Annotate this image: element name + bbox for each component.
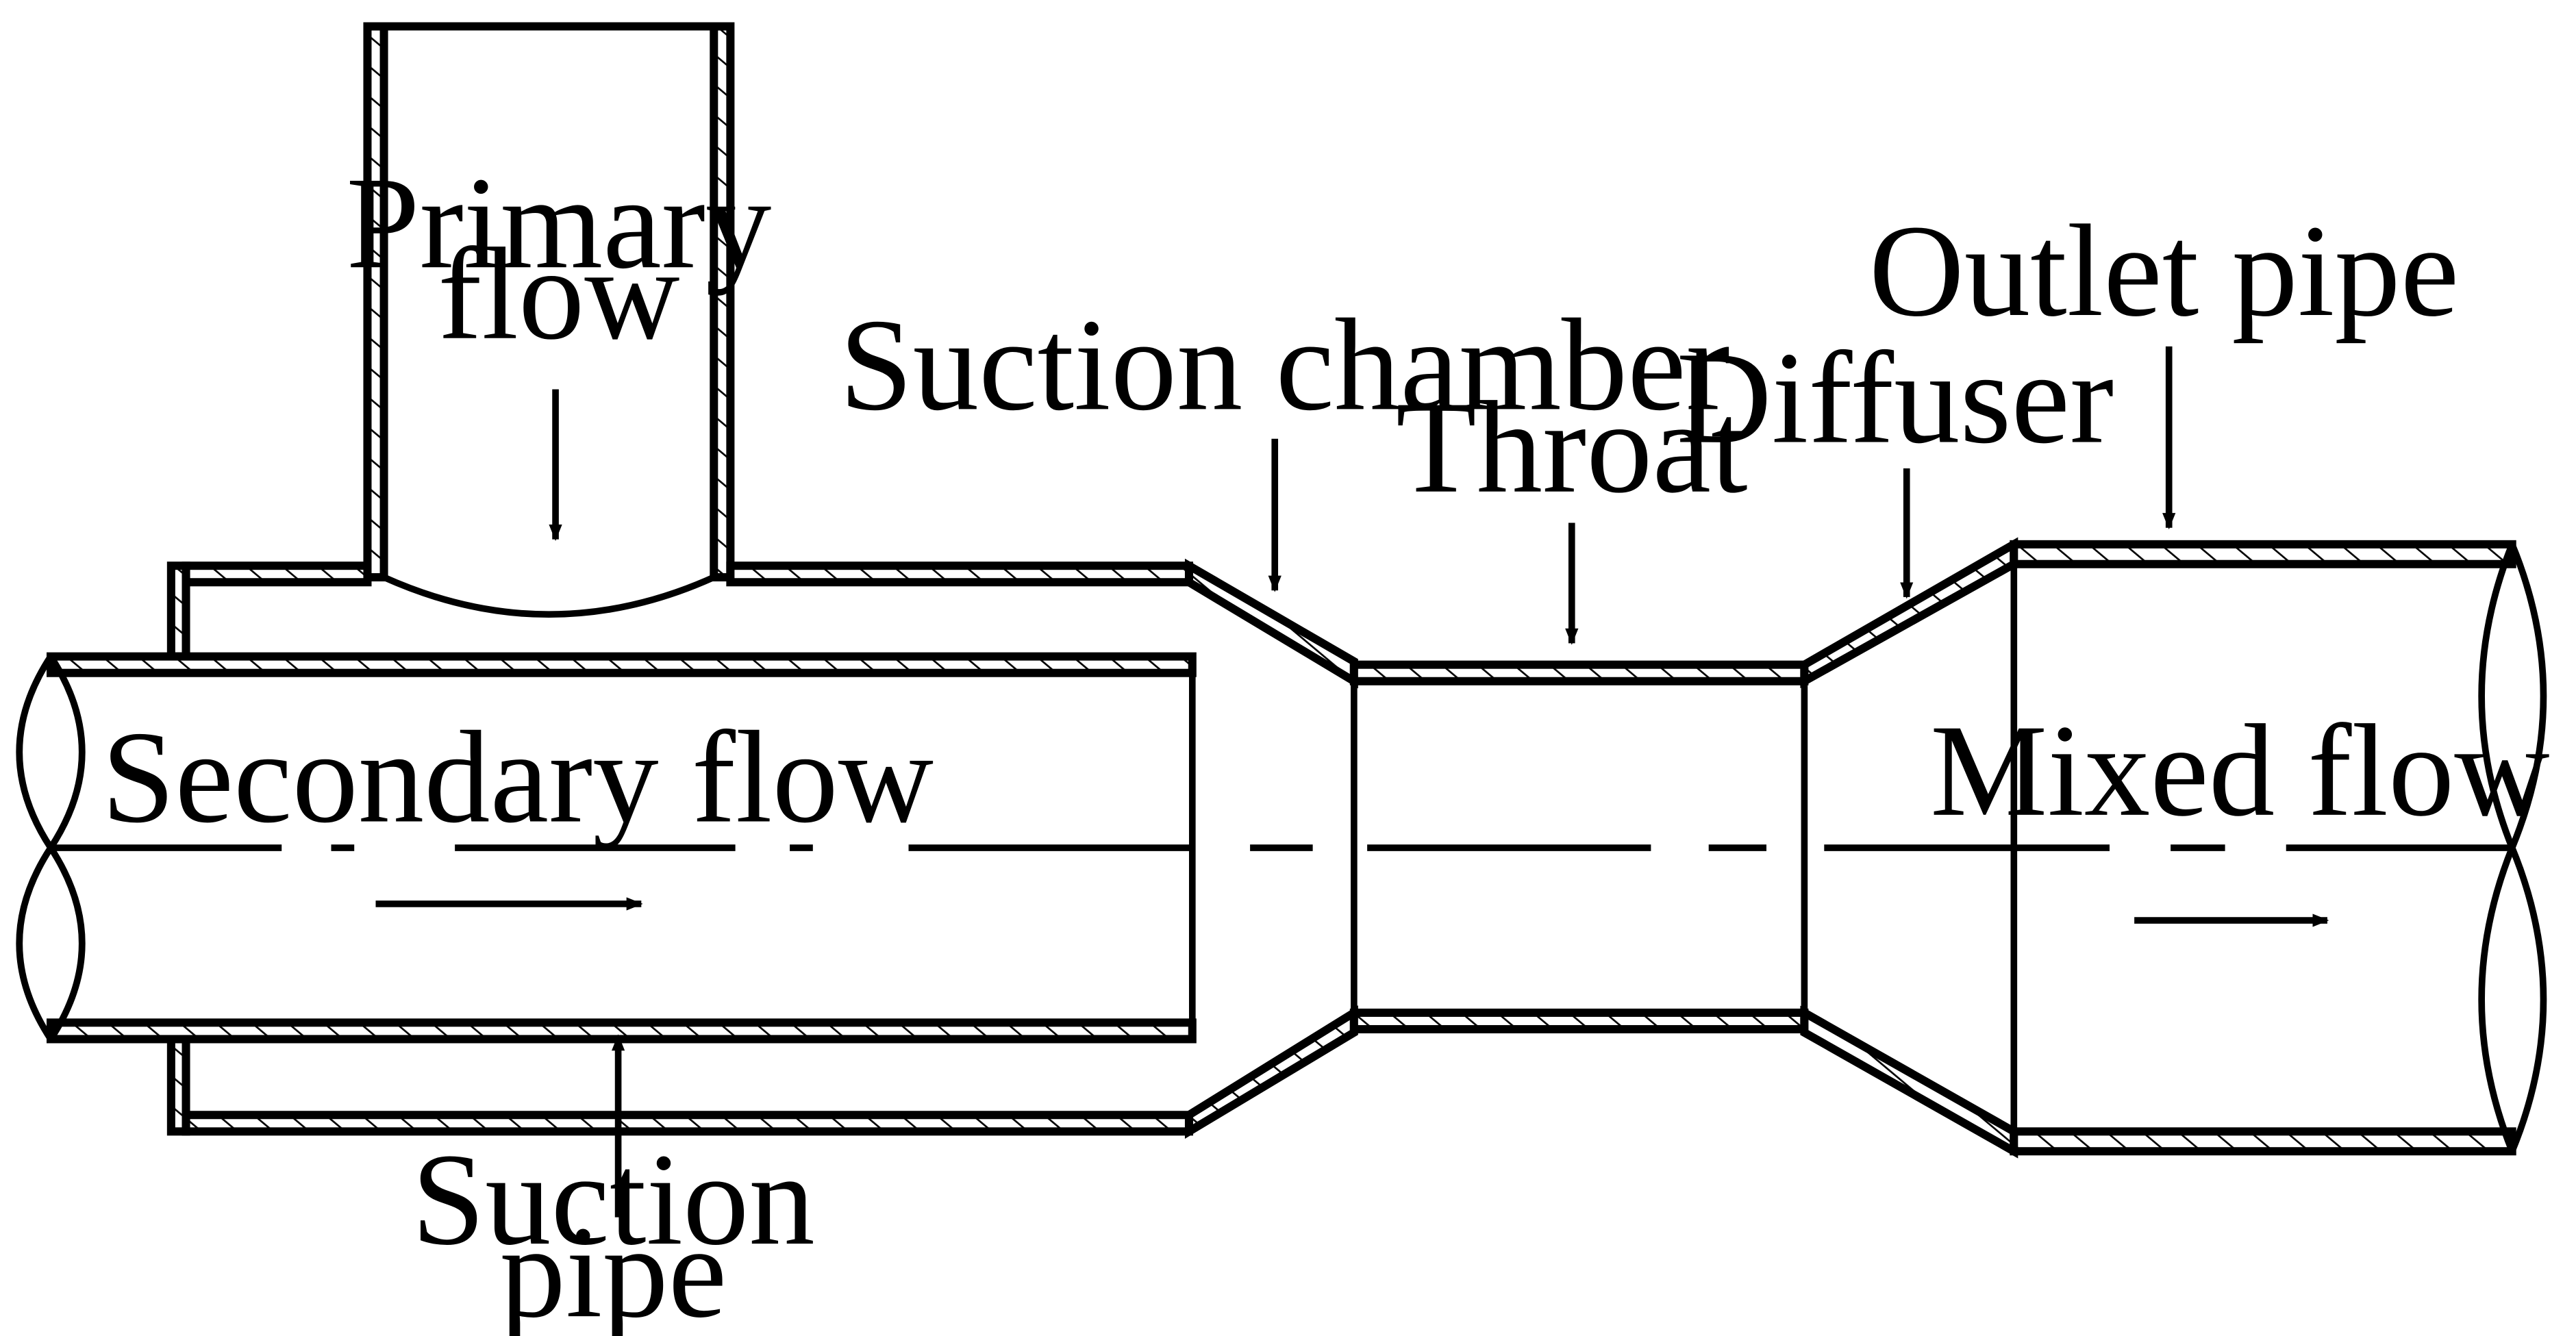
primary-inlet-right-wall: [710, 22, 735, 582]
suction-pipe-label-line1: Suction: [412, 1126, 815, 1272]
primary-inlet-left-wall: [363, 22, 388, 582]
throat-label: Throat: [1396, 374, 1748, 520]
housing-top-wall-left: [182, 562, 372, 587]
throat-bottom-wall: [1349, 1008, 1809, 1034]
housing-top-wall-right: [726, 562, 1194, 587]
diffuser-label: Diffuser: [1677, 325, 2114, 471]
outlet-bottom-wall: [2010, 1127, 2516, 1156]
primary-inlet-bottom-curve: [382, 574, 716, 618]
primary-inlet-pipe: [363, 22, 735, 618]
primary-flow-label-line2: flow: [438, 220, 679, 367]
suction-chamber-label: Suction chamber: [840, 291, 1730, 438]
throat-top-wall: [1349, 660, 1809, 685]
converging-bottom-wall: [1184, 1005, 1358, 1139]
secondary-flow-label: Secondary flow: [101, 704, 934, 850]
diffuser-section: [1800, 537, 2018, 1159]
outlet-top-wall: [2010, 540, 2516, 568]
mixed-flow-label: Mixed flow: [1930, 697, 2549, 844]
diffuser-bottom-wall: [1800, 1005, 2018, 1159]
outlet-pipe-label: Outlet pipe: [1869, 197, 2460, 344]
suction-pipe-top-wall: [46, 652, 1197, 677]
primary-flow-label-line1: Primary: [346, 149, 771, 296]
suction-pipe-label-line2: pipe: [499, 1198, 727, 1336]
